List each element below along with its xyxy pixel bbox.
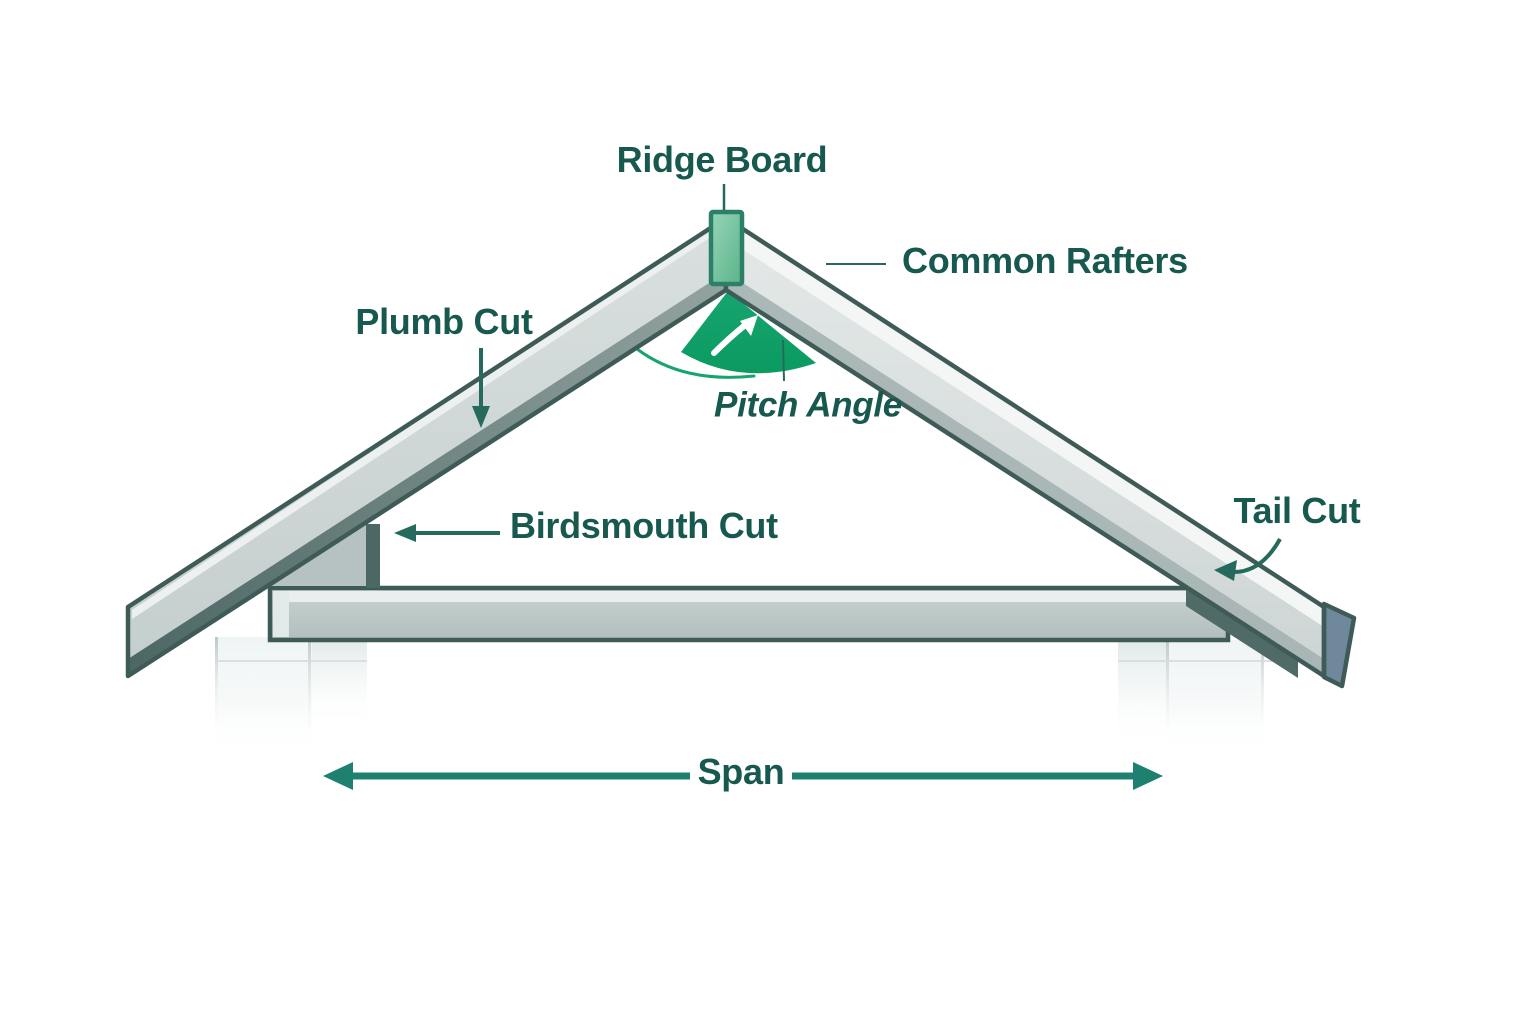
left-common-rafter xyxy=(125,215,729,679)
annotations xyxy=(394,184,1282,581)
left-post-corner-edge xyxy=(308,637,311,747)
right-wall-post xyxy=(1118,640,1278,760)
span-label: Span xyxy=(697,751,785,792)
plumb-cut-label: Plumb Cut xyxy=(355,301,533,342)
birdsmouth-cut-arrow-icon xyxy=(394,524,500,542)
right-post-edge xyxy=(1261,640,1264,740)
right-rafter-underside xyxy=(726,272,1324,676)
left-rafter-underside xyxy=(128,272,726,677)
pitch-angle-leader-line xyxy=(782,339,785,382)
ridge-board xyxy=(708,209,745,287)
joist-left-end-face xyxy=(273,591,289,637)
span-arrowhead-right-icon xyxy=(1133,762,1163,790)
left-post-edge xyxy=(215,637,218,735)
ridge-board-label: Ridge Board xyxy=(616,139,828,180)
right-post-front-face xyxy=(1168,640,1263,760)
pitch-angle-label: Pitch Angle xyxy=(714,385,902,425)
joist-top-highlight xyxy=(273,591,1225,602)
right-post-corner-edge xyxy=(1166,640,1169,748)
common-rafters-label: Common Rafters xyxy=(902,240,1188,281)
left-rafter-top-highlight xyxy=(132,226,714,619)
right-post-plate-line xyxy=(1118,660,1278,662)
tail-cut-label: Tail Cut xyxy=(1233,490,1361,531)
left-post-side-face xyxy=(312,637,367,729)
right-rafter-tail-end-face xyxy=(1321,601,1357,689)
right-common-rafter xyxy=(723,215,1357,689)
left-post-plate-line xyxy=(215,660,367,662)
plumb-cut-arrow-icon xyxy=(472,348,490,428)
right-post-shadow-face xyxy=(1118,640,1168,752)
pitch-angle-arrow-icon xyxy=(711,315,758,356)
ceiling-joist xyxy=(267,585,1231,643)
pitch-angle-sector xyxy=(635,291,816,379)
birdsmouth-cut-label: Birdsmouth Cut xyxy=(510,505,778,546)
left-wall-post xyxy=(215,637,367,759)
span-dimension-arrow xyxy=(323,762,1163,790)
birdsmouth-heel-cut xyxy=(366,524,380,588)
left-post-front-face xyxy=(215,637,312,759)
right-rafter-top-highlight xyxy=(736,225,1324,627)
pitch-angle-arc xyxy=(635,347,756,379)
tail-cut-arrow-icon xyxy=(1214,538,1282,581)
left-rafter-face xyxy=(128,218,726,676)
span-arrowhead-left-icon xyxy=(323,762,353,790)
